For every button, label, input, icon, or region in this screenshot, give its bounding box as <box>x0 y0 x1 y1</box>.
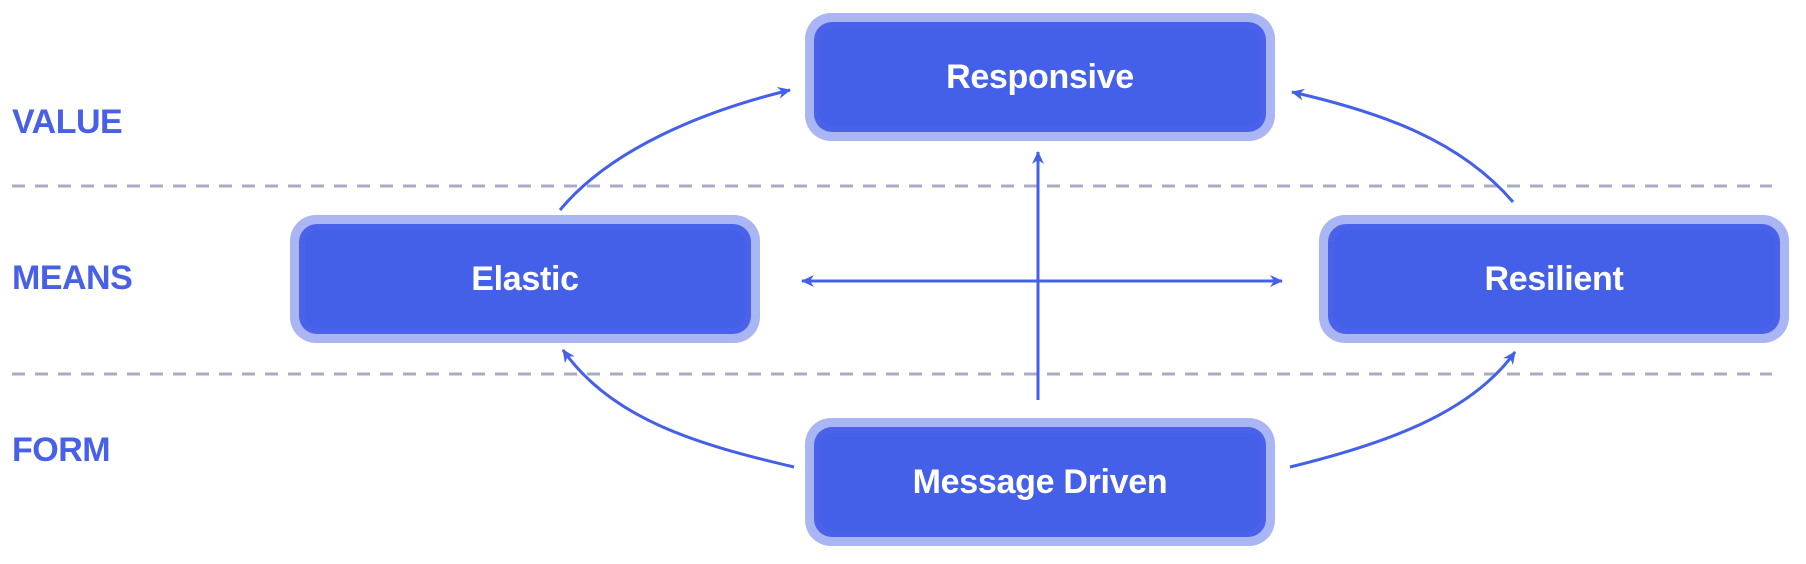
node-responsive-label: Responsive <box>820 28 1260 126</box>
node-elastic: Elastic <box>290 215 760 343</box>
layer-label-means: MEANS <box>12 259 133 297</box>
arrow-elastic-to-responsive <box>558 87 791 211</box>
node-resilient: Resilient <box>1319 215 1789 343</box>
node-elastic-label: Elastic <box>305 230 745 328</box>
arrow-message-to-elastic <box>561 349 795 469</box>
layer-label-form: FORM <box>12 431 111 469</box>
arrow-message-to-resilient <box>1289 351 1517 469</box>
layer-label-value: VALUE <box>12 103 123 141</box>
node-resilient-label: Resilient <box>1334 230 1774 328</box>
node-responsive: Responsive <box>805 13 1275 141</box>
arrow-resilient-to-responsive <box>1291 88 1515 203</box>
node-message-driven: Message Driven <box>805 418 1275 546</box>
node-message-driven-label: Message Driven <box>820 433 1260 531</box>
